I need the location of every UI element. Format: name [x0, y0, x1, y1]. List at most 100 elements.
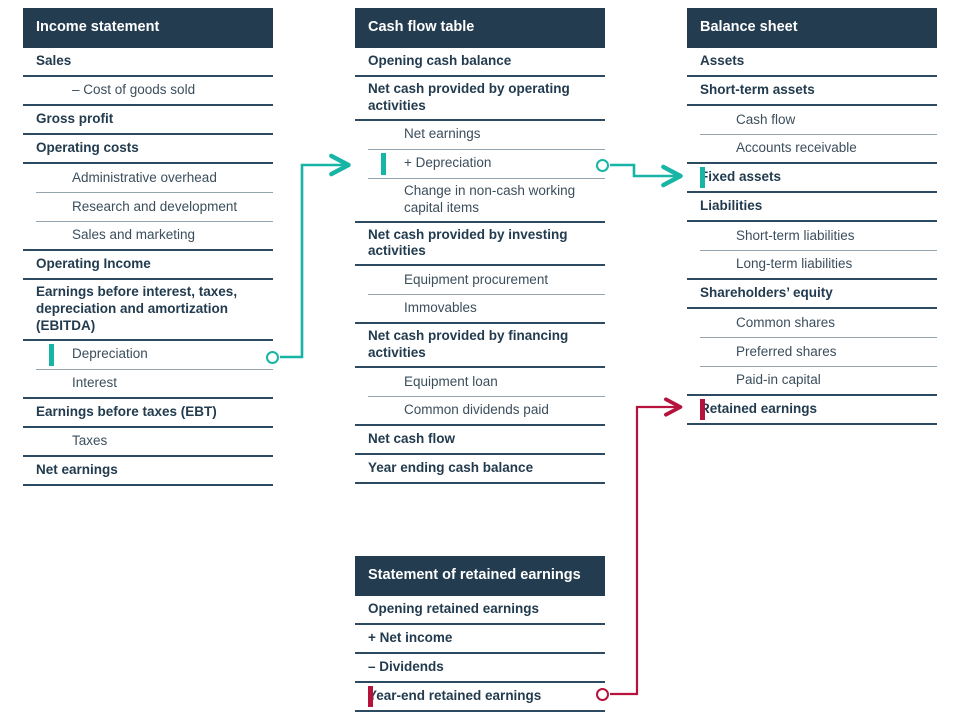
connector-depreciation-to-cashflow [280, 153, 351, 359]
table-row: Opening retained earnings [355, 596, 605, 625]
table-row: Liabilities [687, 193, 937, 222]
table-row: Net cash provided by investing activitie… [355, 223, 605, 267]
row-label: – Cost of goods sold [72, 82, 196, 98]
row-label: Research and development [72, 198, 238, 214]
row-label: Equipment procurement [404, 271, 549, 287]
row-label: Earnings before interest, taxes, depreci… [36, 284, 238, 333]
row-accent-bar-teal [49, 343, 54, 366]
row-label: – Dividends [368, 659, 444, 675]
table-row: Fixed assets [687, 164, 937, 193]
table-row: Sales and marketing [23, 222, 273, 251]
row-label: Common shares [736, 314, 836, 330]
table-row: – Cost of goods sold [23, 77, 273, 106]
row-accent-bar-red [368, 686, 373, 707]
table-row: Net earnings [23, 457, 273, 486]
row-label: Opening retained earnings [368, 601, 540, 617]
table-row: Administrative overhead [36, 164, 273, 193]
panel-title-balance-sheet: Balance sheet [687, 8, 937, 48]
row-label: Retained earnings [700, 401, 818, 417]
connector-retained-earnings [610, 397, 683, 696]
row-label: Operating Income [36, 256, 151, 272]
table-row: Short-term liabilities [700, 222, 937, 251]
row-label: Preferred shares [736, 343, 837, 359]
table-row: Change in non-cash working capital items [355, 179, 605, 223]
row-label: Taxes [72, 432, 108, 448]
row-label: Year-end retained earnings [368, 688, 542, 704]
table-row: – Dividends [355, 654, 605, 683]
panel-title-income-statement: Income statement [23, 8, 273, 48]
connector-dot-cashflow-depreciation [596, 159, 609, 172]
table-row: Interest [23, 370, 273, 399]
row-accent-bar-teal [700, 167, 705, 188]
row-accent-bar-red [700, 399, 705, 420]
table-row: Research and development [36, 193, 273, 222]
table-row: Equipment procurement [368, 266, 605, 296]
table-row: Net cash provided by financing activitie… [355, 324, 605, 368]
connector-dot-year-end-retained-earnings [596, 688, 609, 701]
panel-statement-of-retained-earnings: Statement of retained earnings Opening r… [355, 556, 605, 712]
table-row: Operating costs [23, 135, 273, 164]
row-label: Net earnings [36, 461, 118, 477]
table-row: Earnings before taxes (EBT) [23, 399, 273, 428]
table-row: Common dividends paid [355, 397, 605, 426]
table-row: Short-term assets [687, 77, 937, 106]
table-row: Cash flow [700, 106, 937, 135]
connector-dot-income-depreciation [266, 351, 279, 364]
row-label: Liabilities [700, 198, 763, 214]
table-row: Net cash provided by operating activitie… [355, 77, 605, 121]
table-row: Year ending cash balance [355, 455, 605, 484]
row-label: Cash flow [736, 111, 796, 127]
row-label: Interest [72, 374, 118, 390]
panel-title-statement-of-retained-earnings: Statement of retained earnings [355, 556, 605, 596]
row-label: Assets [700, 53, 745, 69]
row-label: Accounts receivable [736, 140, 857, 156]
row-accent-bar-teal [381, 152, 386, 175]
table-row: + Net income [355, 625, 605, 654]
table-row: Net cash flow [355, 426, 605, 455]
panel-income-statement: Income statement Sales– Cost of goods so… [23, 8, 273, 486]
table-row: Paid-in capital [687, 367, 937, 396]
row-label: Fixed assets [700, 169, 782, 185]
table-row: Year-end retained earnings [355, 683, 605, 712]
row-label: + Depreciation [404, 155, 492, 171]
row-label: Sales [36, 53, 72, 69]
table-row: Common shares [700, 309, 937, 338]
table-row: Sales [23, 48, 273, 77]
table-row: Assets [687, 48, 937, 77]
table-row: Earnings before interest, taxes, depreci… [23, 280, 273, 341]
table-row: Immovables [355, 295, 605, 325]
table-row: Taxes [23, 428, 273, 457]
row-label: Net cash provided by investing activitie… [368, 226, 568, 259]
row-label: Operating costs [36, 140, 139, 156]
row-label: Net cash provided by operating activitie… [368, 81, 570, 113]
row-label: Year ending cash balance [368, 460, 534, 476]
row-label: Gross profit [36, 111, 114, 127]
table-row: + Depreciation [368, 150, 605, 179]
table-row: Equipment loan [368, 368, 605, 397]
row-label: Short-term liabilities [736, 227, 855, 243]
row-label: Change in non-cash working capital items [404, 182, 576, 215]
table-row: Long-term liabilities [687, 251, 937, 280]
row-label: Immovables [404, 300, 477, 316]
connector-cashflow-to-fixed-assets [610, 163, 683, 188]
row-label: Net cash provided by financing activitie… [368, 328, 569, 361]
row-label: Sales and marketing [72, 227, 196, 243]
row-label: Shareholders’ equity [700, 285, 833, 301]
table-row: Preferred shares [700, 338, 937, 367]
table-row: Accounts receivable [687, 135, 937, 164]
row-label: Long-term liabilities [736, 256, 853, 272]
row-label: + Net income [368, 630, 453, 646]
table-row: Opening cash balance [355, 48, 605, 77]
table-row: Operating Income [23, 251, 273, 280]
row-label: Depreciation [72, 346, 148, 362]
panel-title-cash-flow-table: Cash flow table [355, 8, 605, 48]
table-row: Net earnings [368, 121, 605, 150]
row-label: Earnings before taxes (EBT) [36, 403, 217, 419]
row-label: Common dividends paid [404, 402, 549, 418]
rows-statement-of-retained-earnings: Opening retained earnings + Net income – D… [355, 596, 605, 712]
